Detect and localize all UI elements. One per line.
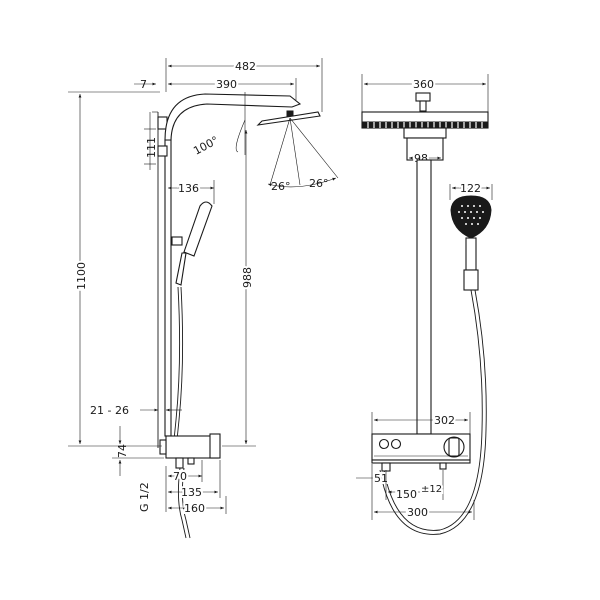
hose-front bbox=[383, 289, 483, 531]
hand-width: 122 bbox=[460, 182, 481, 195]
arm-reach: 390 bbox=[216, 78, 237, 91]
hand-nozzles bbox=[458, 205, 484, 225]
shower-hose-outer bbox=[176, 286, 184, 441]
thermostat-width: 302 bbox=[434, 414, 455, 427]
depth-135: 135 bbox=[181, 486, 202, 499]
bracket-dim: 111 bbox=[145, 137, 158, 158]
riser-front bbox=[416, 159, 432, 435]
spray-angle-arc bbox=[267, 177, 337, 188]
outlet-nipple bbox=[187, 457, 195, 465]
shower-arm bbox=[164, 93, 302, 141]
inlet-offset: 70 bbox=[173, 470, 187, 483]
spray-line-3 bbox=[289, 117, 339, 179]
side-view: 26° 26° 100° 482 7 390 bbox=[68, 58, 339, 539]
spray-line-2 bbox=[289, 117, 301, 186]
nozzle-pattern bbox=[367, 122, 483, 128]
shower-height: 988 bbox=[241, 267, 254, 288]
wall-offset: 7 bbox=[140, 78, 147, 91]
spacing-tolerance: ±12 bbox=[421, 484, 442, 495]
hand-shower-head bbox=[183, 201, 213, 257]
riser-pipe bbox=[164, 139, 172, 437]
button-right bbox=[390, 438, 402, 450]
depth-160: 160 bbox=[184, 502, 205, 515]
hand-shower-face bbox=[450, 195, 492, 239]
spray-angle-2: 26° bbox=[309, 177, 329, 190]
hand-handle-front bbox=[465, 237, 477, 271]
wall-gap: 21 - 26 bbox=[90, 404, 129, 417]
shower-nozzle-band bbox=[361, 121, 489, 129]
inlet-pipe bbox=[175, 457, 184, 469]
head-mount-stem bbox=[419, 100, 427, 112]
hand-shower-dim: 136 bbox=[178, 182, 199, 195]
front-view: 360 98 122 bbox=[356, 74, 493, 535]
middle-bracket bbox=[157, 145, 168, 157]
spray-line-1 bbox=[269, 117, 291, 186]
lower-hose-outer bbox=[181, 467, 191, 539]
head-tilt-angle: 100° bbox=[191, 134, 221, 158]
shower-joint bbox=[286, 110, 294, 117]
wall-connector bbox=[159, 439, 167, 455]
hose-spread: 300 bbox=[407, 506, 428, 519]
inlet-right bbox=[439, 462, 447, 470]
arm-connector bbox=[403, 127, 447, 139]
inlet-spacing: 150 bbox=[396, 488, 417, 501]
overhead-shower bbox=[256, 111, 321, 126]
thermostat-knob bbox=[209, 433, 221, 459]
connection-thread: G 1/2 bbox=[138, 482, 151, 512]
total-height: 1100 bbox=[75, 262, 88, 290]
tilt-angle-arc bbox=[235, 119, 246, 153]
button-left bbox=[378, 438, 390, 450]
head-mount-cap bbox=[415, 92, 431, 102]
inlet-depth: 51 bbox=[374, 472, 388, 485]
hose-front-outer bbox=[379, 289, 487, 535]
total-width: 482 bbox=[235, 60, 256, 73]
inlet-left bbox=[381, 462, 391, 472]
dial-grip bbox=[448, 437, 460, 457]
hand-shower-handle bbox=[175, 252, 187, 286]
hand-shower-holder bbox=[171, 236, 183, 246]
spray-angle-1: 26° bbox=[271, 180, 291, 193]
thermostat-height: 74 bbox=[116, 444, 129, 458]
thermostat-bottom bbox=[371, 459, 471, 464]
head-width: 360 bbox=[413, 78, 434, 91]
lower-hose bbox=[177, 467, 187, 539]
shower-hose bbox=[173, 286, 181, 441]
hand-holder-front bbox=[463, 269, 479, 291]
